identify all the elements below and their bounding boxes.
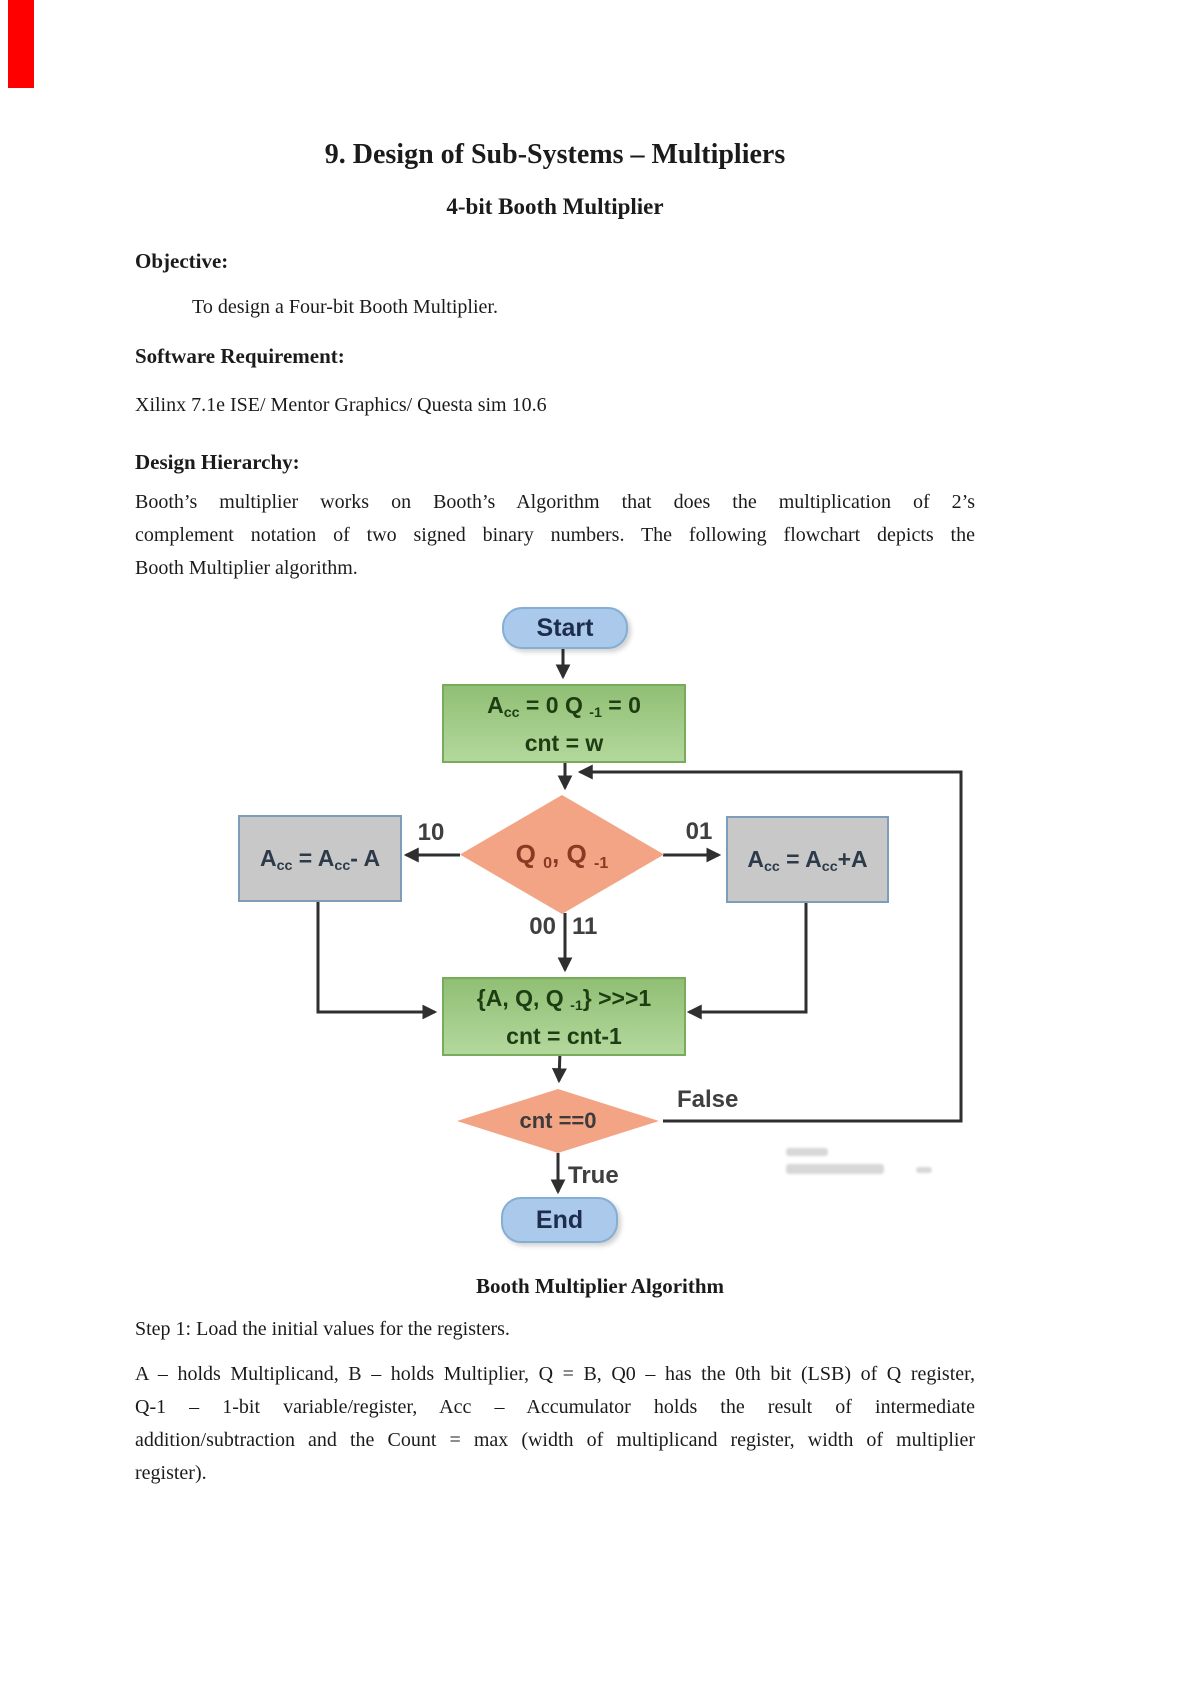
hierarchy-paragraph-line: Booth Multiplier algorithm.: [135, 557, 358, 579]
branch-label-01: 01: [685, 818, 713, 845]
end-label: End: [535, 1205, 584, 1234]
watermark-smudge: [786, 1148, 828, 1156]
design-hierarchy-heading: Design Hierarchy:: [135, 450, 300, 474]
registers-paragraph-line: register).: [135, 1462, 207, 1484]
software-requirement-text: Xilinx 7.1e ISE/ Mentor Graphics/ Questa…: [135, 394, 547, 416]
page-subtitle: 4-bit Booth Multiplier: [446, 194, 664, 219]
decision1-label: Q 0, Q -1: [515, 839, 609, 872]
hierarchy-paragraph-line: Booth’s multiplier works on Booth’s Algo…: [135, 491, 975, 513]
shift-box-line1: {A, Q, Q -1} >>>1: [476, 985, 652, 1014]
add-box-label: Acc = Acc+A: [747, 846, 868, 875]
red-corner-ribbon: [8, 0, 34, 88]
flowchart-shift-box: {A, Q, Q -1} >>>1 cnt = cnt-1: [442, 977, 686, 1056]
branch-label-00: 00: [529, 913, 556, 940]
page-title: 9. Design of Sub-Systems – Multipliers: [324, 139, 786, 170]
false-label: False: [677, 1086, 739, 1113]
objective-heading: Objective:: [135, 249, 229, 273]
flowchart-start-node: Start: [502, 607, 628, 649]
flowchart-add-box: Acc = Acc+A: [726, 816, 889, 903]
flowchart-end-node: End: [501, 1197, 618, 1243]
objective-text: To design a Four-bit Booth Multiplier.: [192, 296, 498, 318]
step1-text: Step 1: Load the initial values for the …: [135, 1318, 510, 1340]
figure-caption: Booth Multiplier Algorithm: [475, 1274, 725, 1298]
watermark-smudge: [916, 1167, 932, 1173]
flowchart-subtract-box: Acc = Acc- A: [238, 815, 402, 902]
decision2-label: cnt ==0: [519, 1108, 597, 1133]
software-requirement-heading: Software Requirement:: [135, 344, 345, 368]
shift-box-line2: cnt = cnt-1: [506, 1023, 622, 1049]
branch-label-10: 10: [417, 819, 445, 846]
flowchart-init-box: Acc = 0 Q -1 = 0 cnt = w: [442, 684, 686, 763]
registers-paragraph-line: A – holds Multiplicand, B – holds Multip…: [135, 1363, 975, 1385]
flowchart-decision-cnt: cnt ==0: [457, 1089, 659, 1153]
subtract-box-label: Acc = Acc- A: [259, 845, 381, 874]
init-box-line1: Acc = 0 Q -1 = 0: [487, 692, 641, 721]
branch-label-11: 11: [572, 913, 598, 940]
true-label: True: [568, 1162, 619, 1189]
hierarchy-paragraph-line: complement notation of two signed binary…: [135, 524, 975, 546]
registers-paragraph-line: addition/subtraction and the Count = max…: [135, 1429, 975, 1451]
watermark-smudge: [786, 1164, 884, 1174]
registers-paragraph-line: Q-1 – 1-bit variable/register, Acc – Acc…: [135, 1396, 975, 1418]
flowchart-decision-q0q1: Q 0, Q -1: [460, 795, 664, 914]
start-label: Start: [536, 613, 594, 642]
init-box-line2: cnt = w: [524, 730, 604, 756]
